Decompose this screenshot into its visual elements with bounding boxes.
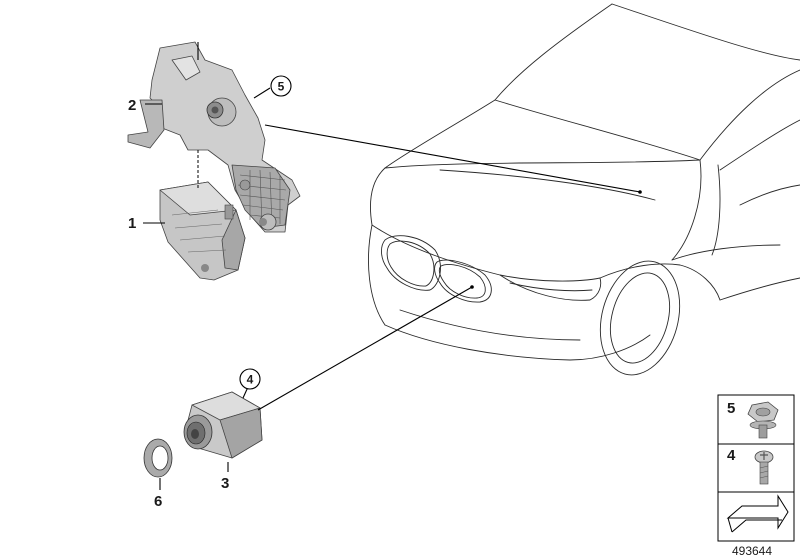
callout-4-circle	[239, 368, 261, 390]
car-front-outline	[368, 3, 800, 376]
hex-bolt-icon	[747, 401, 779, 439]
callout-6: 6	[154, 493, 162, 510]
control-unit-part-1	[159, 150, 246, 281]
callout-5-circle	[270, 75, 292, 97]
callout-2: 2	[128, 97, 136, 114]
torx-screw-icon	[754, 450, 774, 485]
diagram-id: 493644	[732, 544, 772, 558]
legend-label-5: 5	[727, 400, 735, 417]
callout-labels: 1 2 3 6 5 4	[128, 75, 292, 510]
callout-1: 1	[128, 215, 136, 232]
callout-3: 3	[221, 475, 229, 492]
trim-ring-part-6	[143, 438, 173, 478]
mounting-bracket-part-2	[127, 41, 301, 233]
camera-part-3	[183, 391, 263, 459]
leader-lines	[143, 87, 642, 490]
callout-4: 4	[247, 373, 254, 387]
legend-label-4: 4	[727, 447, 736, 464]
fastener-legend: 5 4	[717, 394, 795, 542]
arrow-symbol-icon	[726, 494, 789, 533]
callout-5: 5	[278, 80, 285, 94]
